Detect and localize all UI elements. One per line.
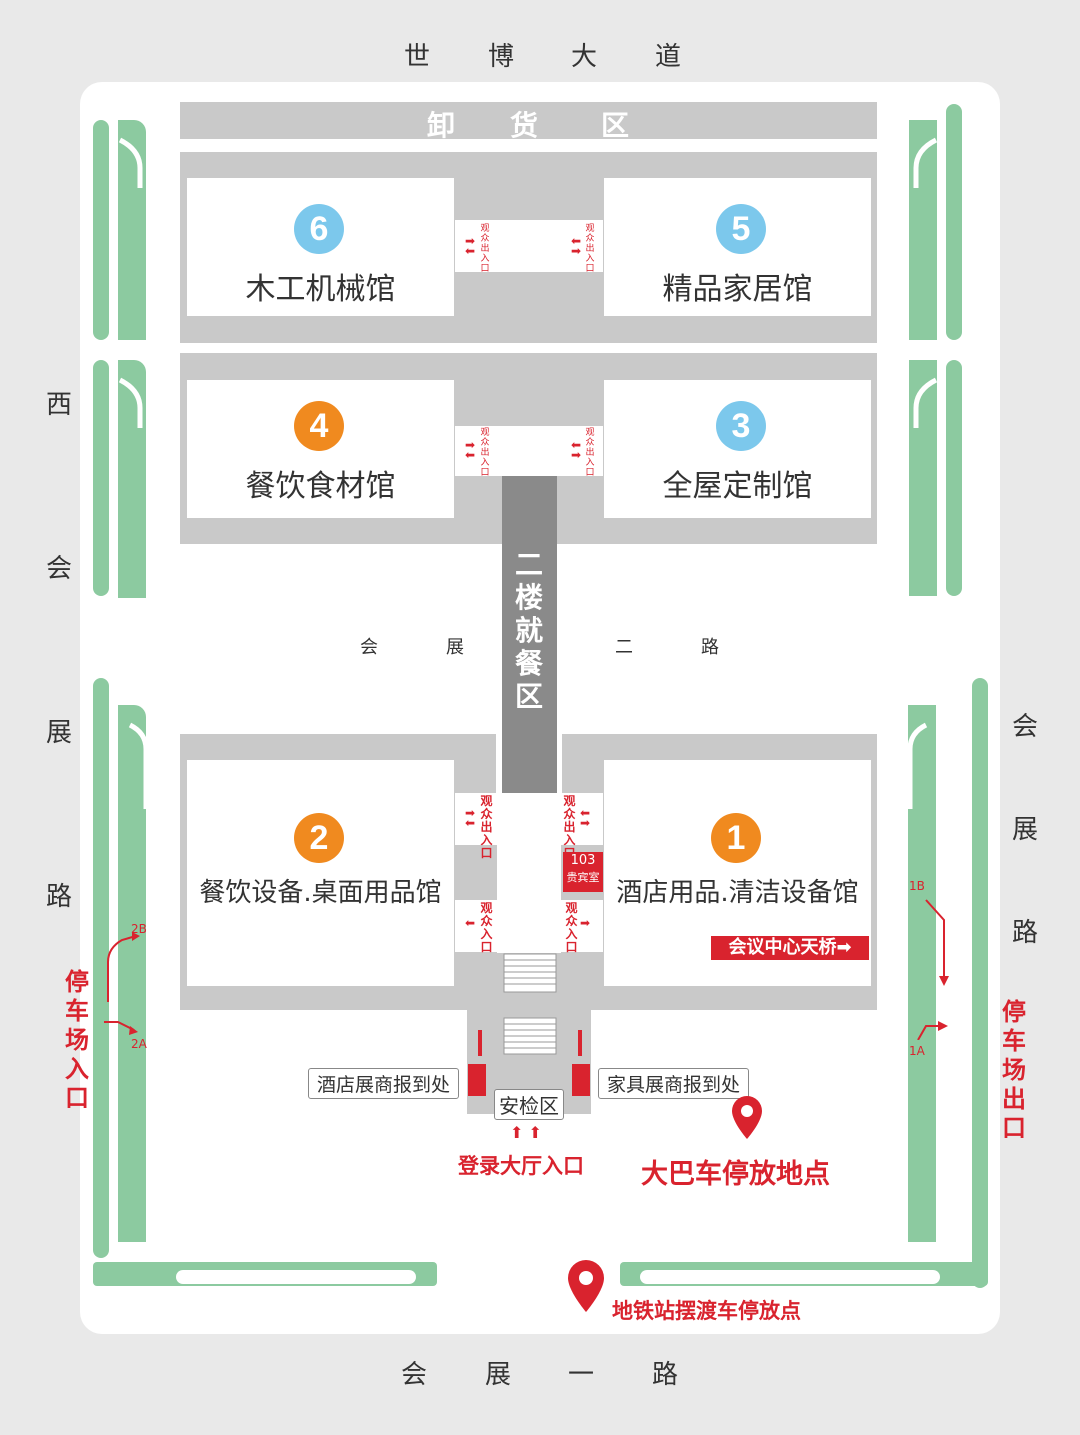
hall-number-3: 3 [716, 401, 766, 451]
furniture-exhibitor-registration[interactable]: 家具展商报到处 [598, 1068, 750, 1099]
corridor-lower [455, 426, 603, 476]
security-area[interactable]: 安检区 [494, 1089, 564, 1120]
unloading-area [180, 102, 877, 139]
road-label-bottom-3: 一 [568, 1360, 595, 1390]
door-arrow-1-lower: ➡ [580, 916, 591, 930]
road-label-middle-3: 二 [615, 637, 633, 658]
dining-area-label: 二楼就餐区 [514, 548, 543, 713]
road-label-left-1: 西 [46, 390, 73, 420]
road-label-top-3: 大 [571, 42, 598, 72]
door-arrow-4: ➡⬅ [465, 438, 476, 462]
parking-exit-label[interactable]: 停车场出口 [1002, 998, 1026, 1142]
corridor-upper [455, 220, 603, 272]
metro-shuttle-pin-icon [568, 1260, 604, 1312]
road-label-top-2: 博 [488, 42, 515, 72]
hall-name-5: 精品家居馆 [662, 272, 813, 307]
gate-marker-left [478, 1030, 482, 1056]
hall-2[interactable]: 2 餐饮设备.桌面用品馆 [187, 760, 454, 986]
connector-north [180, 343, 877, 353]
hall-number-4: 4 [294, 401, 344, 451]
hall-5[interactable]: 5 精品家居馆 [604, 178, 871, 316]
road-label-left-3: 展 [46, 718, 73, 748]
parking-entrance-arrow-icon [104, 932, 140, 1035]
vip-room-name: 贵宾室 [566, 871, 600, 884]
gate-2b-label: 2B [131, 922, 147, 936]
gate-1a-label: 1A [909, 1044, 925, 1058]
door-label-1-upper: 观众出入口 [563, 794, 576, 860]
bus-parking-pin-icon [732, 1096, 762, 1139]
hall-number-1: 1 [711, 813, 761, 863]
hall-name-3: 全屋定制馆 [662, 469, 813, 504]
hall-6[interactable]: 6 木工机械馆 [187, 178, 454, 316]
door-arrow-5: ⬅➡ [571, 234, 582, 258]
road-label-middle-2: 展 [446, 637, 464, 658]
furniture-registration-marker [572, 1064, 590, 1096]
door-label-2-lower: 观众入口 [480, 901, 493, 954]
stairs [503, 953, 557, 1055]
road-label-right-1: 会 [1012, 712, 1039, 742]
hall-name-4: 餐饮食材馆 [245, 469, 396, 504]
road-label-left-4: 路 [46, 882, 73, 912]
road-label-top-4: 道 [655, 42, 682, 72]
road-label-bottom-1: 会 [401, 1360, 428, 1390]
door-label-5: 观众出入口 [585, 224, 595, 274]
road-label-right-2: 展 [1012, 815, 1039, 845]
hall-name-2: 餐饮设备.桌面用品馆 [199, 878, 442, 908]
skybridge-button[interactable]: 会议中心天桥➡ [711, 936, 869, 960]
metro-shuttle-label[interactable]: 地铁站摆渡车停放点 [612, 1299, 801, 1323]
door-hall1-upper [561, 793, 603, 845]
gate-2a-label: 2A [131, 1037, 147, 1051]
hall-number-2: 2 [294, 813, 344, 863]
door-arrow-3: ⬅➡ [571, 438, 582, 462]
hall-number-5: 5 [716, 204, 766, 254]
unloading-area-label-3: 区 [601, 109, 630, 142]
door-hall2-lower [455, 900, 497, 952]
road-label-middle-1: 会 [360, 637, 378, 658]
road-label-left-2: 会 [46, 554, 73, 584]
hall-name-6: 木工机械馆 [245, 272, 396, 307]
hall-name-1: 酒店用品.清洁设备馆 [616, 878, 859, 908]
unloading-area-label-1: 卸 [427, 109, 456, 142]
lobby-entrance[interactable]: 登录大厅入口 [458, 1154, 584, 1178]
hotel-exhibitor-registration[interactable]: 酒店展商报到处 [308, 1068, 460, 1099]
door-label-3: 观众出入口 [585, 428, 595, 478]
road-label-middle-4: 路 [701, 637, 719, 658]
parking-exit-arrow-icon [917, 899, 949, 1040]
vip-room[interactable]: 103 贵宾室 [563, 852, 603, 892]
door-arrow-2-upper: ➡⬅ [465, 806, 476, 830]
hall-number-6: 6 [294, 204, 344, 254]
door-hall2-upper [455, 793, 497, 845]
dining-area[interactable] [502, 476, 557, 793]
lobby-arrow-icon: ⬆ ⬆ [510, 1123, 542, 1142]
door-label-6: 观众出入口 [480, 224, 490, 274]
door-arrow-6: ➡⬅ [465, 234, 476, 258]
hall-3[interactable]: 3 全屋定制馆 [604, 380, 871, 518]
road-label-bottom-4: 路 [652, 1360, 679, 1390]
road-label-top-1: 世 [404, 42, 431, 72]
road-label-right-3: 路 [1012, 918, 1039, 948]
vip-room-number: 103 [570, 853, 596, 868]
hotel-registration-marker [468, 1064, 486, 1096]
hall-4[interactable]: 4 餐饮食材馆 [187, 380, 454, 518]
door-arrow-1-upper: ⬅➡ [580, 806, 591, 830]
door-label-4: 观众出入口 [480, 428, 490, 478]
door-arrow-2-lower: ⬅ [465, 916, 476, 930]
bus-parking-label[interactable]: 大巴车停放地点 [641, 1159, 830, 1190]
door-label-2-upper: 观众出入口 [480, 794, 493, 860]
road-label-bottom-2: 展 [485, 1360, 512, 1390]
unloading-area-label-2: 货 [510, 109, 539, 142]
gate-1b-label: 1B [909, 879, 925, 893]
door-hall1-lower [561, 900, 603, 952]
central-lane [497, 793, 561, 953]
door-label-1-lower: 观众入口 [565, 901, 578, 954]
gate-marker-right [578, 1030, 582, 1056]
parking-entrance-label[interactable]: 停车场入口 [65, 968, 89, 1112]
